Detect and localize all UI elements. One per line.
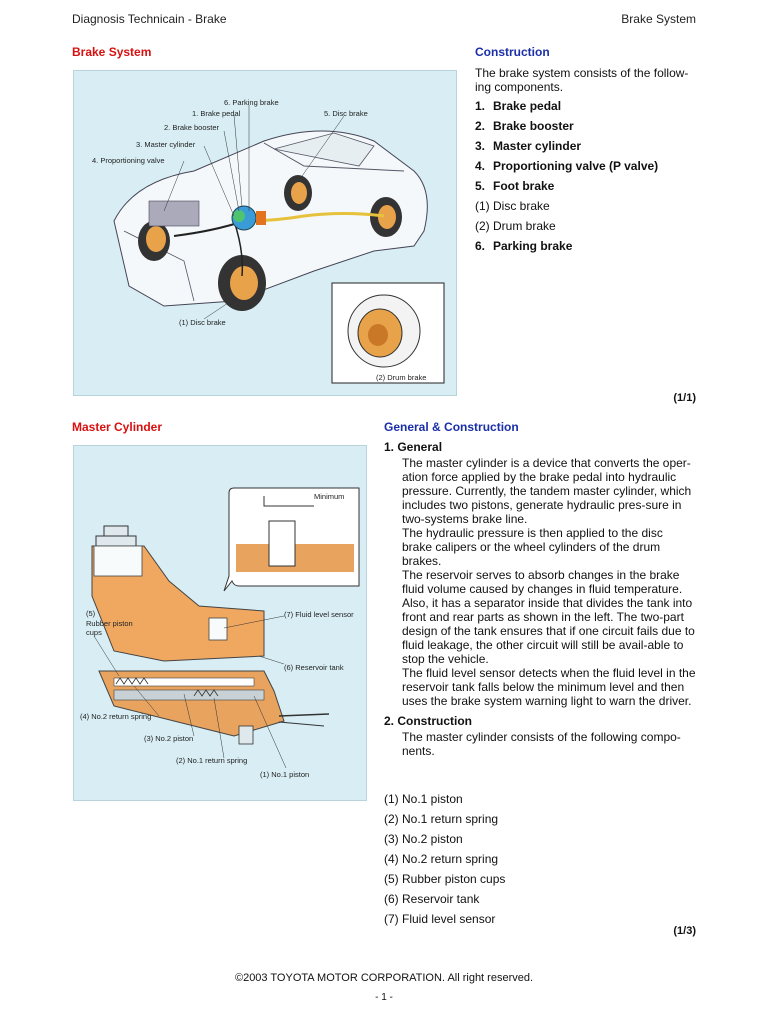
- list-item-text: Foot brake: [493, 179, 555, 193]
- list-item-text: Proportioning valve (P valve): [493, 159, 659, 173]
- label-no2-return-spring: (4) No.2 return spring: [80, 712, 152, 721]
- construction-title: 2. Construction: [384, 714, 473, 728]
- list-item: (1) Disc brake: [475, 196, 697, 216]
- car-brake-illustration: [113, 105, 445, 384]
- heading-general-construction: General & Construction: [384, 420, 519, 434]
- label-reservoir-tank: (6) Reservoir tank: [284, 663, 344, 672]
- label-master-cylinder: 3. Master cylinder: [136, 140, 196, 149]
- general-paragraph-2: The hydraulic pressure is then applied t…: [402, 526, 663, 568]
- list-item: 6. Parking brake: [475, 236, 697, 256]
- list-item-text: (2) Drum brake: [475, 219, 556, 233]
- list-item-text: Master cylinder: [493, 139, 582, 153]
- list-item-text: Parking brake: [493, 239, 573, 253]
- list-item-text: Brake booster: [493, 119, 574, 133]
- general-paragraph-4: The fluid level sensor detects when the …: [402, 666, 696, 708]
- list-item-number: 4.: [475, 159, 486, 173]
- list-item: (4) No.2 return spring: [384, 852, 499, 866]
- footer-page-number: - 1 -: [375, 992, 393, 1003]
- list-item: (2) Drum brake: [475, 216, 697, 236]
- list-item: (3) No.2 piston: [384, 832, 463, 846]
- component-list-2: (1) No.1 piston (2) No.1 return spring (…: [384, 789, 696, 929]
- label-no1-piston: (1) No.1 piston: [260, 770, 310, 779]
- label-cups-line2: cups: [86, 628, 102, 637]
- list-item-text: Brake pedal: [493, 99, 562, 113]
- label-no2-piston: (3) No.2 piston: [144, 734, 194, 743]
- list-item: 1. Brake pedal: [475, 96, 697, 116]
- general-section: 1. General The master cylinder is a devi…: [384, 440, 696, 758]
- list-item: (2) No.1 return spring: [384, 812, 499, 826]
- list-item: (7) Fluid level sensor: [384, 912, 496, 926]
- label-brake-pedal: 1. Brake pedal: [192, 109, 241, 118]
- list-item: 3. Master cylinder: [475, 136, 697, 156]
- construction-paragraph: The master cylinder consists of the foll…: [402, 730, 681, 758]
- general-body: The master cylinder is a device that con…: [384, 456, 696, 708]
- list-item-number: 6.: [475, 239, 486, 253]
- component-list: 1. Brake pedal 2. Brake booster 3. Master c…: [475, 96, 697, 256]
- label-drum-brake-2: (2) Drum brake: [376, 373, 427, 382]
- section-title-brake-system: Brake System: [72, 45, 152, 59]
- general-paragraph-3: The reservoir serves to absorb changes i…: [402, 568, 695, 666]
- header-left: Diagnosis Technicain - Brake: [72, 12, 227, 26]
- label-parking-brake: 6. Parking brake: [224, 98, 279, 107]
- general-title: 1. General: [384, 440, 443, 454]
- list-item: (6) Reservoir tank: [384, 892, 480, 906]
- heading-construction: Construction: [475, 45, 550, 59]
- list-item: 4. Proportioning valve (P valve): [475, 156, 697, 176]
- page-ref-2: (1/3): [673, 925, 696, 937]
- label-fluid-level-sensor: (7) Fluid level sensor: [284, 610, 354, 619]
- master-cylinder-illustration: [91, 487, 360, 769]
- construction-intro: The brake system consists of the follow-…: [475, 66, 689, 94]
- list-item: (1) No.1 piston: [384, 792, 463, 806]
- general-paragraph-1: The master cylinder is a device that con…: [402, 456, 692, 526]
- label-disc-brake: 5. Disc brake: [324, 109, 368, 118]
- list-item-number: 3.: [475, 139, 486, 153]
- list-item: 2. Brake booster: [475, 116, 697, 136]
- label-disc-brake-1: (1) Disc brake: [179, 318, 226, 327]
- header-right: Brake System: [621, 12, 696, 26]
- brake-system-figure: 6. Parking brake 1. Brake pedal 5. Disc …: [73, 70, 457, 396]
- footer-copyright: ©2003 TOYOTA MOTOR CORPORATION. All righ…: [234, 972, 534, 984]
- section-title-master-cylinder: Master Cylinder: [72, 420, 163, 434]
- page-ref-1: (1/1): [673, 392, 696, 404]
- list-item-text: (1) Disc brake: [475, 199, 550, 213]
- list-item: 5. Foot brake: [475, 176, 697, 196]
- list-item-number: 2.: [475, 119, 486, 133]
- master-cylinder-figure: Minimum (5) Rubber piston cups (7) Fluid…: [73, 445, 367, 801]
- label-minimum: Minimum: [314, 492, 345, 501]
- label-cups-line1: Rubber piston: [86, 619, 133, 628]
- list-item: (5) Rubber piston cups: [384, 872, 506, 886]
- label-proportioning-valve: 4. Proportioning valve: [92, 156, 165, 165]
- list-item-number: 5.: [475, 179, 486, 193]
- label-brake-booster: 2. Brake booster: [164, 123, 220, 132]
- list-item-number: 1.: [475, 99, 486, 113]
- label-no1-return-spring: (2) No.1 return spring: [176, 756, 248, 765]
- label-cups-number: (5): [86, 609, 96, 618]
